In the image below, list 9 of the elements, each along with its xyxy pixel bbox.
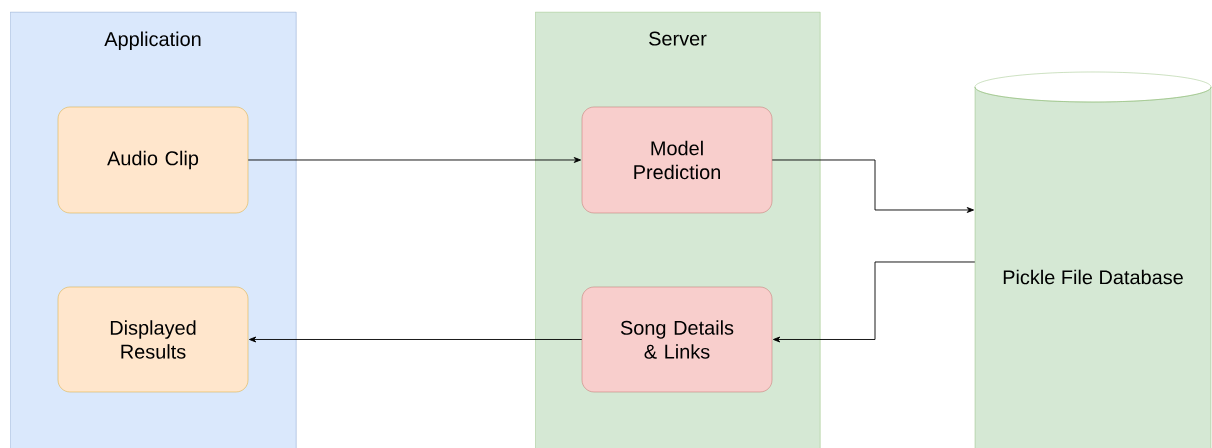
process-box: Song Details & Links: [581, 286, 773, 393]
arrow: [771, 159, 974, 213]
process-box: Displayed Results: [57, 286, 249, 393]
process-box: Model Prediction: [581, 106, 773, 214]
arrow: [773, 261, 976, 343]
arrow: [249, 336, 583, 343]
database-cylinder: Pickle File Database: [974, 71, 1212, 448]
arrow: [247, 157, 581, 163]
process-box: Audio Clip: [57, 106, 249, 214]
